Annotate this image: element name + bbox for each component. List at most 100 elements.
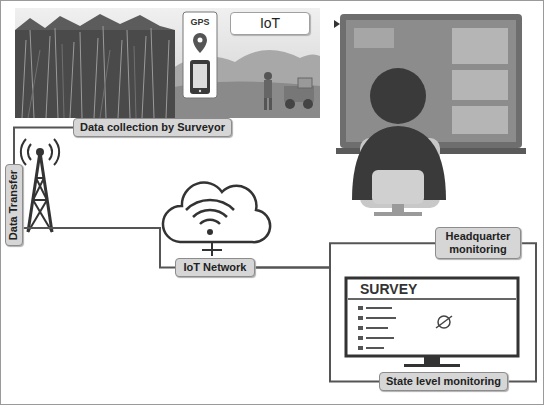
surveyor-label-box: Data collection by Surveyor [73, 118, 232, 137]
headquarter-operator [452, 70, 508, 100]
iot-label-box: IoT [230, 12, 310, 35]
field-photo [103, 26, 106, 118]
field-photo [15, 14, 175, 30]
field-photo [80, 32, 82, 118]
state-monitor [346, 278, 518, 367]
headquarter-label-box: Headquarter monitoring [435, 227, 521, 259]
field-photo [55, 28, 58, 118]
field-photo [15, 30, 175, 118]
field-photo [170, 50, 320, 118]
field-photo [264, 98, 267, 110]
node-text: Headquarter monitoring [442, 230, 514, 256]
headquarter-operator [346, 20, 516, 142]
state-monitor [366, 347, 384, 349]
gps-phone-icon [190, 60, 210, 94]
connector-line [14, 128, 73, 164]
headquarter-operator [340, 14, 522, 148]
node-text: IoT [239, 15, 301, 32]
screen-title: SURVEY [360, 281, 417, 297]
headquarter-operator [354, 28, 394, 48]
field-photo [22, 40, 26, 118]
field-photo [15, 8, 320, 118]
field-photo [94, 38, 98, 118]
network-label-box: IoT Network [175, 258, 255, 277]
field-photo [134, 46, 136, 118]
node-text: State level monitoring [386, 375, 501, 388]
radio-tower [54, 139, 59, 165]
connector-line [255, 243, 435, 267]
field-photo [28, 50, 40, 118]
gps-phone-icon [193, 33, 207, 53]
field-photo [28, 44, 136, 118]
connector-line [23, 228, 175, 268]
gps-phone-icon [198, 38, 203, 43]
gps-phone-icon [183, 12, 217, 98]
field-photo [142, 36, 146, 118]
radio-tower [33, 178, 44, 200]
cloud-icon [163, 183, 270, 243]
field-photo [46, 36, 50, 118]
state-monitor [424, 357, 440, 364]
state-monitor [366, 317, 396, 319]
field-photo [285, 99, 295, 109]
radio-tower [28, 144, 31, 160]
headquarter-operator [392, 204, 404, 212]
field-photo [127, 30, 130, 118]
field-photo [22, 26, 169, 118]
state-monitor [358, 306, 396, 350]
node-text: Data Transfer [7, 170, 20, 240]
radio-tower [36, 148, 44, 156]
state-label-box: State level monitoring [379, 372, 508, 391]
cloud-icon [163, 183, 270, 256]
headquarter-operator [370, 68, 426, 124]
state-monitor [348, 298, 516, 300]
state-monitor [366, 307, 392, 309]
state-monitor [358, 336, 363, 340]
headquarter-operator [372, 170, 424, 204]
gps-phone-icon [193, 64, 207, 88]
cloud-icon [202, 249, 222, 251]
node-text: IoT Network [182, 261, 248, 274]
headquarter-operator [452, 106, 508, 134]
state-monitor [358, 326, 363, 330]
headquarter-operator [452, 28, 508, 64]
state-monitor [366, 337, 394, 339]
field-photo [151, 28, 154, 118]
field-photo [70, 42, 74, 118]
transfer-label-box: Data Transfer [5, 164, 23, 246]
headquarter-operator [334, 14, 526, 216]
connector-line [508, 243, 536, 381]
state-monitor [358, 306, 363, 310]
field-photo [303, 99, 313, 109]
radio-tower [49, 144, 52, 160]
radio-tower [21, 139, 26, 165]
field-photo [264, 72, 272, 80]
state-monitor [358, 346, 363, 350]
field-photo [62, 44, 64, 118]
cloud-icon [193, 210, 227, 217]
state-monitor [404, 364, 460, 367]
state-monitor [366, 327, 388, 329]
field-photo [15, 8, 320, 118]
field-photo [100, 50, 110, 118]
field-photo [269, 98, 272, 110]
state-monitor [436, 316, 452, 328]
field-photo [118, 40, 122, 118]
state-monitor [358, 316, 363, 320]
gps-text: GPS [190, 17, 209, 27]
cloud-icon [207, 229, 213, 235]
node-text: Data collection by Surveyor [80, 121, 225, 134]
radio-tower [21, 139, 59, 232]
field-photo [264, 80, 272, 98]
cloud-icon [200, 220, 220, 224]
headquarter-operator [374, 212, 422, 216]
field-photo [166, 40, 169, 118]
headquarter-operator [334, 20, 340, 28]
state-monitor [346, 278, 518, 356]
radio-tower [33, 199, 47, 201]
